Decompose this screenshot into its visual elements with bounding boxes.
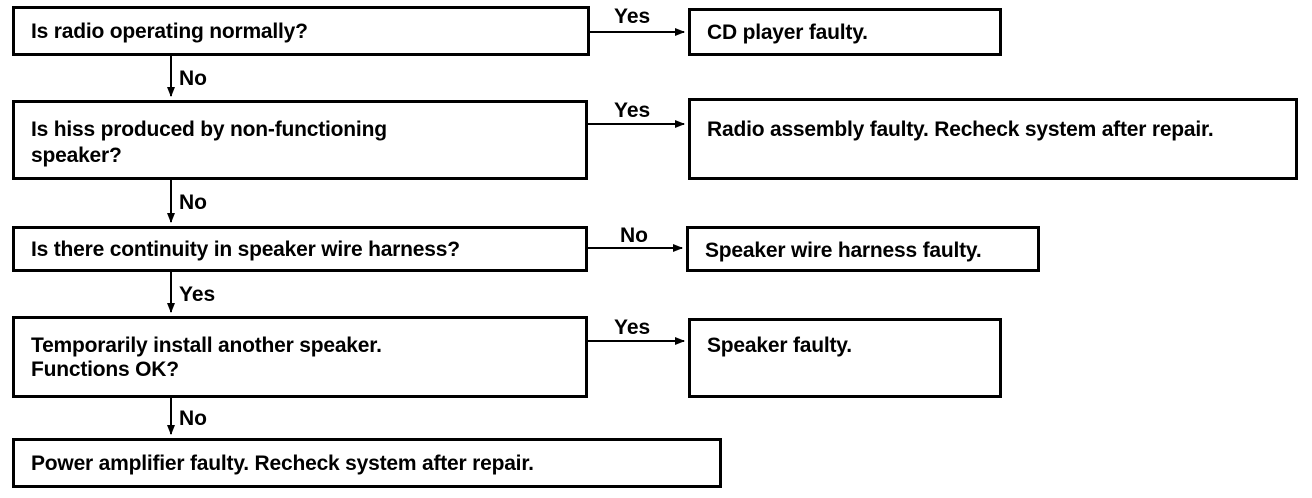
- label-q2-no: No: [179, 191, 207, 214]
- outcome-1-text: CD player faulty.: [707, 21, 868, 44]
- question-box-1: Is radio operating normally?: [12, 6, 590, 56]
- outcome-2-text: Radio assembly faulty. Recheck system af…: [707, 118, 1214, 141]
- question-box-3: Is there continuity in speaker wire harn…: [12, 226, 588, 272]
- question-3-line-1: Is there continuity in speaker wire harn…: [31, 238, 460, 261]
- outcome-box-1: CD player faulty.: [688, 8, 1002, 56]
- outcome-box-3: Speaker wire harness faulty.: [686, 226, 1040, 272]
- label-q3-no: No: [620, 224, 648, 247]
- final-text: Power amplifier faulty. Recheck system a…: [31, 452, 534, 475]
- question-2-line-1: Is hiss produced by non-functioning: [31, 118, 387, 141]
- question-2-line-2: speaker?: [31, 144, 122, 167]
- question-4-line-1: Temporarily install another speaker.: [31, 334, 382, 357]
- label-q2-yes: Yes: [614, 99, 651, 122]
- label-q4-no: No: [179, 407, 207, 430]
- outcome-box-2: Radio assembly faulty. Recheck system af…: [688, 98, 1298, 180]
- question-1-line-1: Is radio operating normally?: [31, 20, 308, 43]
- outcome-3-text: Speaker wire harness faulty.: [705, 239, 982, 262]
- label-q1-yes: Yes: [614, 5, 651, 28]
- question-box-2: Is hiss produced by non-functioning spea…: [12, 100, 588, 180]
- outcome-box-4: Speaker faulty.: [688, 318, 1002, 398]
- outcome-4-text: Speaker faulty.: [707, 334, 852, 357]
- label-q3-yes: Yes: [179, 283, 216, 306]
- final-box: Power amplifier faulty. Recheck system a…: [12, 438, 722, 488]
- question-box-4: Temporarily install another speaker. Fun…: [12, 316, 588, 398]
- label-q4-yes: Yes: [614, 316, 651, 339]
- label-q1-no: No: [179, 67, 207, 90]
- question-4-line-2: Functions OK?: [31, 358, 179, 381]
